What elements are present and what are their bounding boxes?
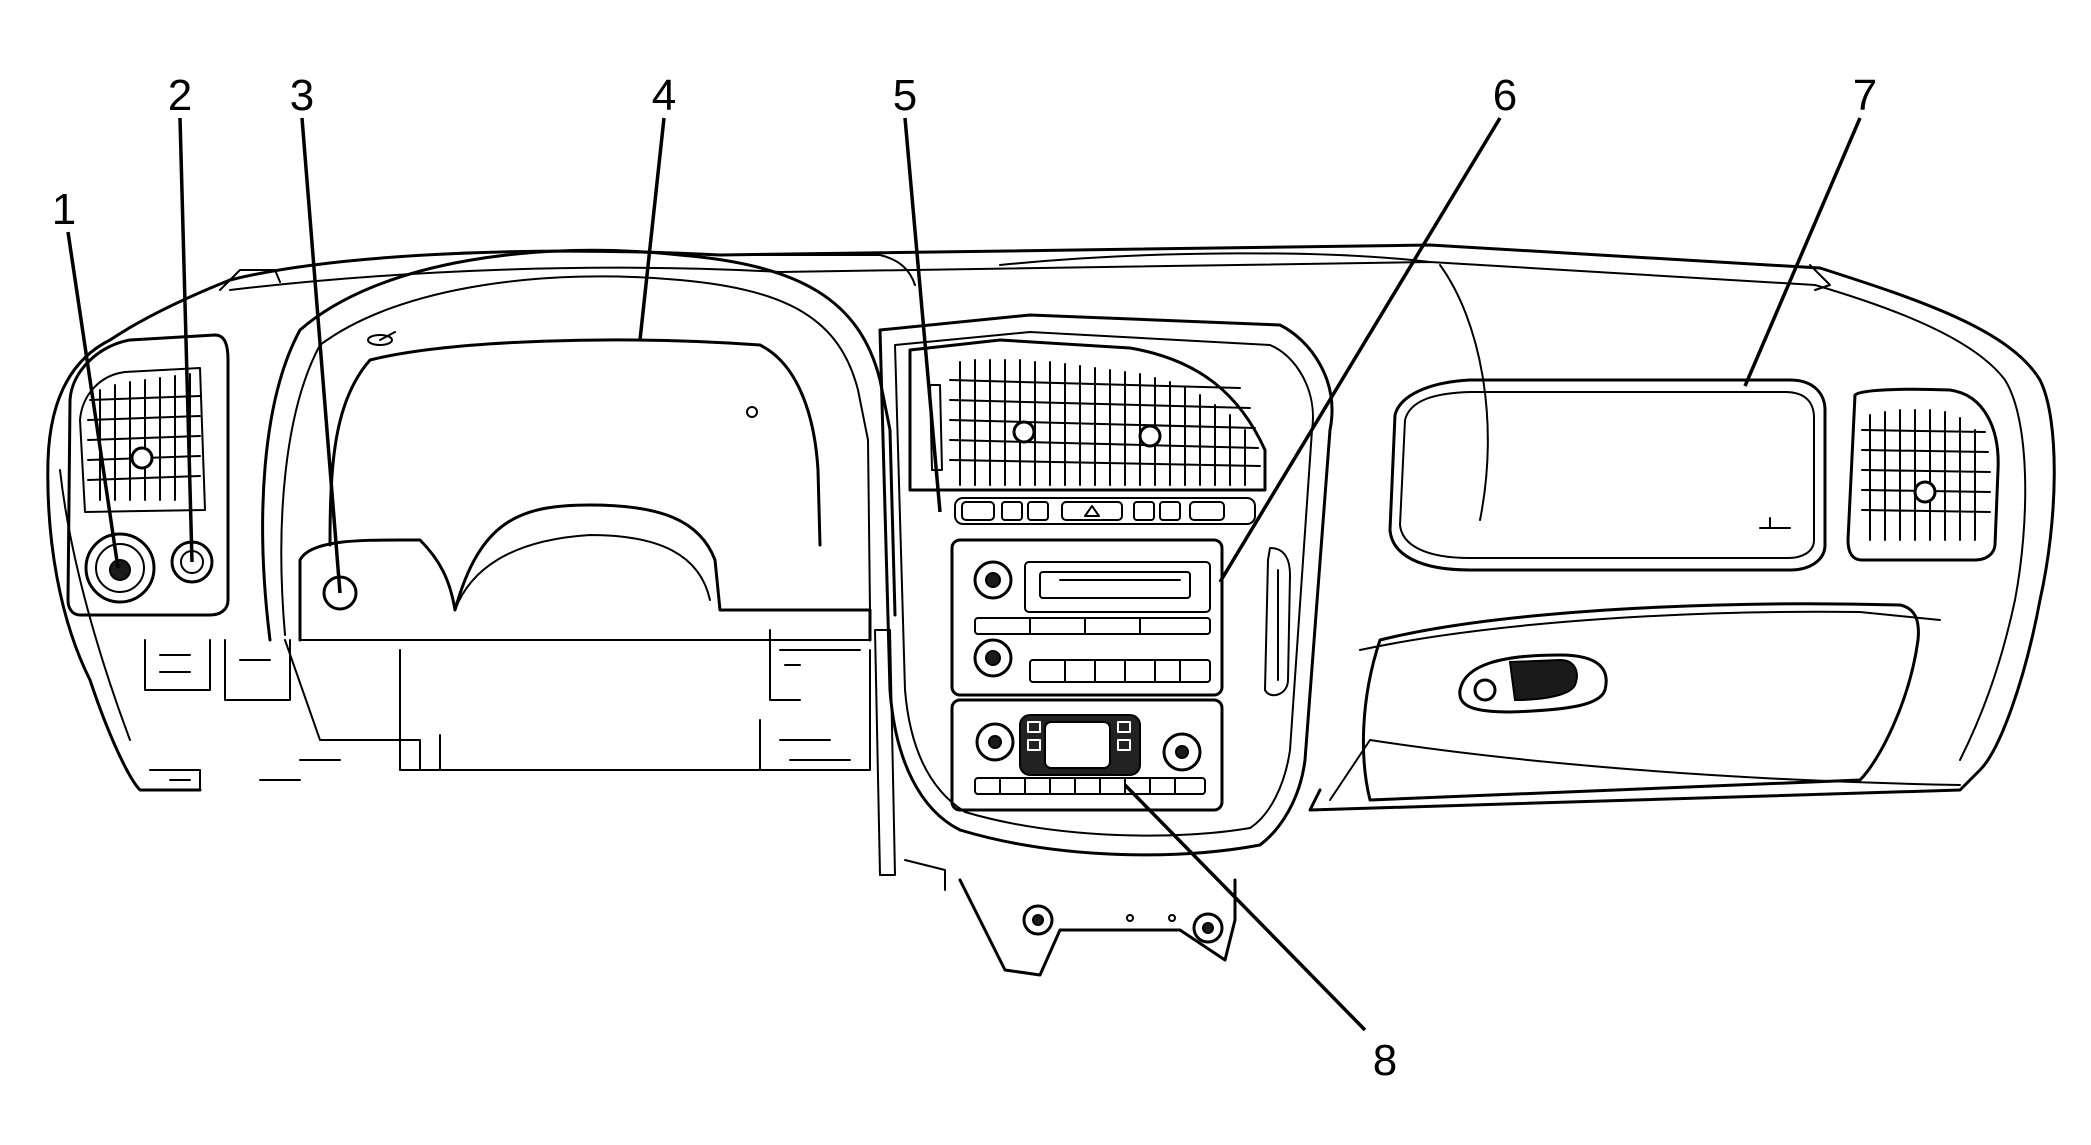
dash-outline	[46, 243, 2056, 812]
leader-lines	[66, 117, 1862, 1032]
leader-1	[66, 231, 120, 569]
passenger-airbag-door	[1388, 378, 1827, 572]
leader-8	[1123, 783, 1367, 1032]
button-strip	[954, 497, 1256, 525]
vent-grille-icon	[1861, 409, 1991, 541]
callout-2: 2	[168, 71, 192, 120]
callout-3: 3	[290, 71, 314, 120]
leader-7	[1743, 117, 1862, 387]
glove-box[interactable]	[1361, 602, 1920, 802]
left-vent-assembly	[66, 333, 230, 617]
lower-left-brackets	[144, 639, 441, 791]
leader-2	[178, 117, 194, 563]
callout-6: 6	[1493, 71, 1517, 120]
hvac-unit	[950, 698, 1224, 812]
right-vent-assembly	[1846, 387, 2000, 562]
headlamp-switch-icon[interactable]	[84, 532, 156, 604]
bracket-bolt-icon	[1022, 904, 1054, 936]
callout-8: 8	[1373, 1036, 1397, 1085]
callout-7: 7	[1853, 71, 1877, 120]
glovebox-latch-icon[interactable]	[1458, 653, 1608, 714]
audio-knob-icon[interactable]	[973, 560, 1013, 600]
callout-labels: 1 2 3 4 5 6 7 8	[52, 71, 1877, 1085]
center-stack	[874, 313, 1334, 977]
leader-4	[638, 117, 666, 341]
vent-grille-icon	[929, 359, 1261, 486]
leader-5	[903, 117, 942, 513]
callout-1: 1	[52, 185, 76, 234]
hvac-knob-icon[interactable]	[975, 722, 1015, 762]
leader-3	[300, 117, 342, 594]
leader-6	[1218, 117, 1502, 583]
hvac-knob-icon[interactable]	[1162, 732, 1202, 772]
radio-unit	[950, 538, 1224, 697]
audio-knob-icon[interactable]	[973, 638, 1013, 678]
callout-4: 4	[652, 71, 676, 120]
callout-5: 5	[893, 71, 917, 120]
bracket-bolt-icon	[1192, 912, 1224, 944]
instrument-cluster	[261, 248, 897, 771]
